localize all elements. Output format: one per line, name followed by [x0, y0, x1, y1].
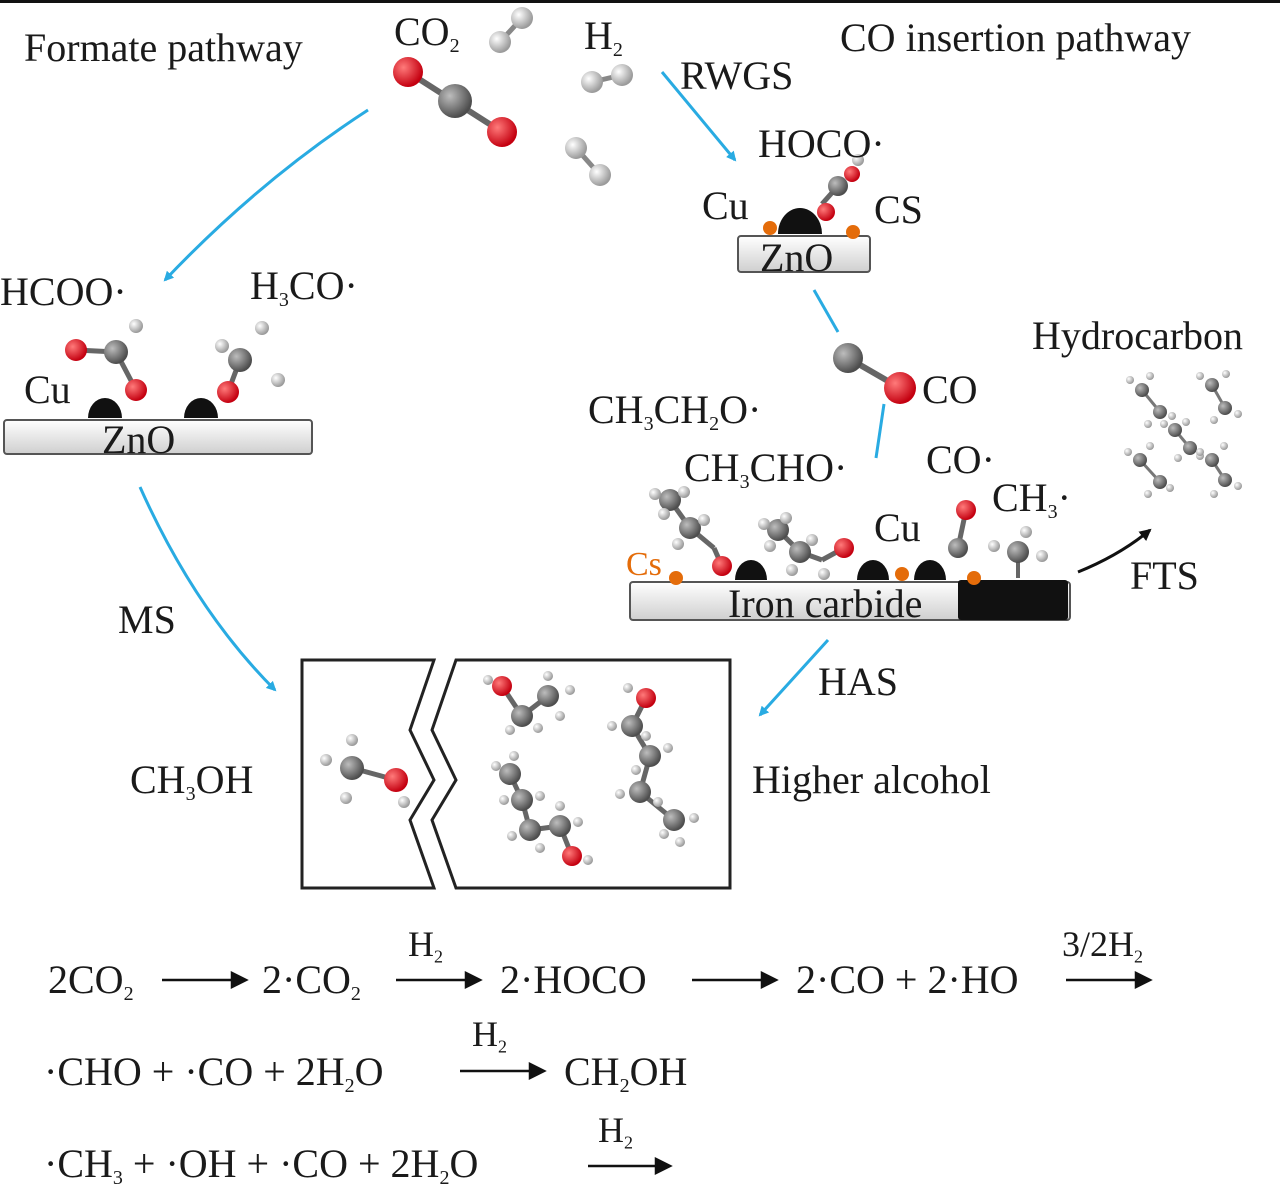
zno-top-label: ZnO	[760, 235, 834, 280]
arrow-zno-to-co	[812, 289, 840, 333]
catalyst-top-right	[737, 154, 871, 273]
cs-mid-label: Cs	[626, 546, 662, 583]
fts-label: FTS	[1130, 553, 1199, 598]
higher-alcohol-molecules	[483, 671, 699, 866]
co2-molecule	[393, 57, 517, 147]
eq1-term3: 2·HOCO	[500, 957, 647, 1002]
ch3ch2o-label: CH3CH2O·	[588, 387, 762, 435]
hoco-label: HOCO·	[758, 121, 885, 166]
co2-label: CO2	[394, 9, 460, 57]
cu-top-label: Cu	[702, 183, 749, 228]
hydrocarbon-label: Hydrocarbon	[1032, 313, 1244, 358]
cu-mid-label: Cu	[874, 505, 921, 550]
eq3-h2-above-arrow: H2	[598, 1110, 633, 1153]
methanol-molecule	[320, 734, 410, 808]
arrow-ms	[138, 486, 277, 692]
arrow-co-to-surface	[874, 403, 886, 459]
eq1-h2-above-arrow: H2	[408, 924, 443, 967]
h3co-label: H3CO·	[250, 263, 358, 311]
h2-molecule-2	[581, 64, 633, 93]
arrow-has	[758, 638, 830, 717]
has-label: HAS	[818, 659, 899, 704]
h2-label: H2	[584, 13, 623, 61]
cs-top-label: CS	[874, 187, 923, 232]
co-ads-label: CO·	[926, 437, 995, 482]
zno-left-label: ZnO	[102, 417, 176, 462]
arrow-rwgs	[660, 71, 737, 162]
eq1-32h2-above-arrow: 3/2H2	[1062, 924, 1143, 967]
eq2-left: ·CHO + ·CO + 2H2O	[44, 1049, 384, 1097]
eq1-term4: 2·CO + 2·HO	[796, 957, 1019, 1002]
formate-pathway-title: Formate pathway	[24, 25, 303, 70]
product-box	[300, 658, 732, 890]
ch3oh-label: CH3OH	[130, 757, 254, 805]
catalyst-iron-carbide	[629, 486, 1071, 621]
hydrocarbon-cluster	[1124, 370, 1242, 498]
ch3-ads-label: CH3·	[992, 475, 1071, 523]
catalyst-left	[3, 319, 313, 455]
eq1-term2: 2·CO2	[262, 957, 361, 1005]
hcoo-label: HCOO·	[0, 269, 127, 314]
iron-carbide-label: Iron carbide	[728, 581, 923, 626]
higher-alcohol-label: Higher alcohol	[752, 757, 991, 802]
eq3-left: ·CH3 + ·OH + ·CO + 2H2O	[44, 1141, 479, 1189]
pathway-arrows	[138, 71, 886, 717]
ms-label: MS	[118, 597, 176, 642]
equation-arrows	[162, 970, 1153, 1176]
h2-molecule-1	[489, 7, 533, 53]
arrow-formate	[163, 108, 369, 282]
top-border	[0, 0, 1280, 3]
eq2-h2-above-arrow: H2	[472, 1014, 507, 1057]
eq1-term1: 2CO2	[48, 957, 134, 1005]
co-molecule	[833, 343, 916, 404]
co-insertion-pathway-title: CO insertion pathway	[840, 15, 1192, 60]
ch3cho-label: CH3CHO·	[684, 445, 848, 493]
co-gas-label: CO	[922, 367, 978, 412]
cu-left-label: Cu	[24, 367, 71, 412]
arrow-fts	[1077, 528, 1152, 574]
h2-molecule-3	[565, 137, 611, 186]
eq2-right: CH2OH	[564, 1049, 688, 1097]
rwgs-label: RWGS	[680, 53, 794, 98]
